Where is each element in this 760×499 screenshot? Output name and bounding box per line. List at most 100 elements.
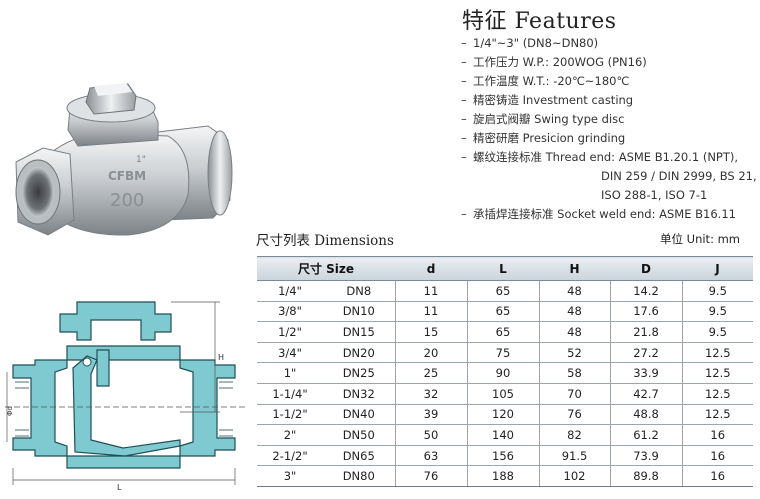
feature-text: 工作温度 W.T.: -20℃~180℃ — [473, 74, 630, 88]
table-cell: 2" — [257, 424, 323, 446]
table-cell: DN40 — [323, 404, 396, 426]
bullet-dash: – — [461, 207, 467, 221]
table-cell: 76 — [395, 465, 468, 487]
table-cell: 9.5 — [682, 301, 753, 323]
table-cell: 52 — [539, 342, 611, 364]
table-cell: DN32 — [323, 383, 396, 405]
table-cell: 12.5 — [682, 362, 753, 384]
table-cell: 91.5 — [539, 445, 611, 467]
table-cell: 11 — [395, 280, 468, 302]
valve-section-drawing: H Φd L — [5, 301, 247, 492]
features-title: 特征 Features — [462, 9, 617, 34]
feature-item: –精密研磨 Presicion grinding — [461, 129, 757, 148]
feature-item: –1/4"~3" (DN8~DN80) — [461, 34, 757, 53]
header-d: d — [395, 256, 467, 281]
table-cell: 90 — [467, 362, 540, 384]
table-cell: 9.5 — [682, 280, 753, 302]
bullet-dash: – — [461, 36, 467, 50]
table-cell: 14.2 — [610, 280, 683, 302]
table-cell: 27.2 — [610, 342, 683, 364]
header-h: H — [539, 256, 610, 281]
table-cell: 140 — [467, 424, 540, 446]
table-cell: 48.8 — [610, 404, 683, 426]
table-cell: 70 — [539, 383, 611, 405]
features-list: –1/4"~3" (DN8~DN80) –工作压力 W.P.: 200WOG (… — [461, 34, 757, 224]
bullet-dash: – — [461, 74, 467, 88]
bullet-dash: – — [461, 93, 467, 107]
casting-mark-brand: CFBM — [108, 169, 146, 183]
header-l: L — [467, 256, 539, 281]
dimensions-title: 尺寸列表 Dimensions — [256, 233, 394, 249]
table-cell: 1" — [257, 362, 323, 384]
table-cell: 20 — [395, 342, 468, 364]
table-cell: 65 — [467, 321, 540, 343]
table-cell: 32 — [395, 383, 468, 405]
dim-label-h: H — [218, 353, 224, 362]
table-cell: 1-1/2" — [257, 404, 323, 426]
table-cell: DN65 — [323, 445, 396, 467]
table-cell: DN50 — [323, 424, 396, 446]
table-cell: 16 — [682, 465, 753, 487]
table-cell: 65 — [467, 280, 540, 302]
dimensions-unit: 单位 Unit: mm — [660, 232, 740, 246]
table-cell: 50 — [395, 424, 468, 446]
table-cell: 16 — [682, 445, 753, 467]
feature-text: 精密研磨 Presicion grinding — [473, 131, 626, 145]
dim-label-d: Φd — [6, 406, 14, 416]
table-cell: 12.5 — [682, 383, 753, 405]
feature-text: 旋启式阀瓣 Swing type disc — [473, 112, 625, 126]
bullet-dash: – — [461, 55, 467, 69]
table-cell: 33.9 — [610, 362, 683, 384]
bullet-dash: – — [461, 112, 467, 126]
table-cell: DN25 — [323, 362, 396, 384]
table-cell: 25 — [395, 362, 468, 384]
feature-text: 精密铸造 Investment casting — [473, 93, 634, 107]
table-cell: 21.8 — [610, 321, 683, 343]
feature-continuation: DIN 259 / DIN 2999, BS 21, — [601, 169, 757, 183]
dim-label-l: L — [117, 483, 122, 492]
table-cell: 120 — [467, 404, 540, 426]
table-cell: 58 — [539, 362, 611, 384]
feature-continuation: ISO 288-1, ISO 7-1 — [601, 188, 708, 202]
table-cell: 2-1/2" — [257, 445, 323, 467]
feature-item: –承插焊连接标准 Socket weld end: ASME B16.11 — [461, 205, 757, 224]
table-cell: DN10 — [323, 301, 396, 323]
table-cell: 76 — [539, 404, 611, 426]
table-cell: 75 — [467, 342, 540, 364]
table-cell: 188 — [467, 465, 540, 487]
table-cell: 73.9 — [610, 445, 683, 467]
table-cell: 3/4" — [257, 342, 323, 364]
table-cell: 42.7 — [610, 383, 683, 405]
feature-text: 1/4"~3" (DN8~DN80) — [473, 36, 599, 50]
table-cell: 156 — [467, 445, 540, 467]
header-j: J — [682, 256, 753, 281]
feature-item: –工作压力 W.P.: 200WOG (PN16) — [461, 53, 757, 72]
table-cell: 1-1/4" — [257, 383, 323, 405]
table-cell: 48 — [539, 321, 611, 343]
table-cell: 63 — [395, 445, 468, 467]
table-cell: 1/2" — [257, 321, 323, 343]
table-cell: 12.5 — [682, 342, 753, 364]
table-cell: DN20 — [323, 342, 396, 364]
bullet-dash: – — [461, 150, 467, 164]
table-cell: 39 — [395, 404, 468, 426]
table-cell: 65 — [467, 301, 540, 323]
casting-mark-rating: 200 — [110, 190, 144, 211]
table-cell: 17.6 — [610, 301, 683, 323]
table-header-row: 尺寸 Size d L H D J — [257, 256, 753, 281]
table-cell: 3" — [257, 465, 323, 487]
table-cell: 15 — [395, 321, 468, 343]
header-d-outer: D — [610, 256, 682, 281]
casting-mark-size: 1" — [136, 155, 146, 165]
